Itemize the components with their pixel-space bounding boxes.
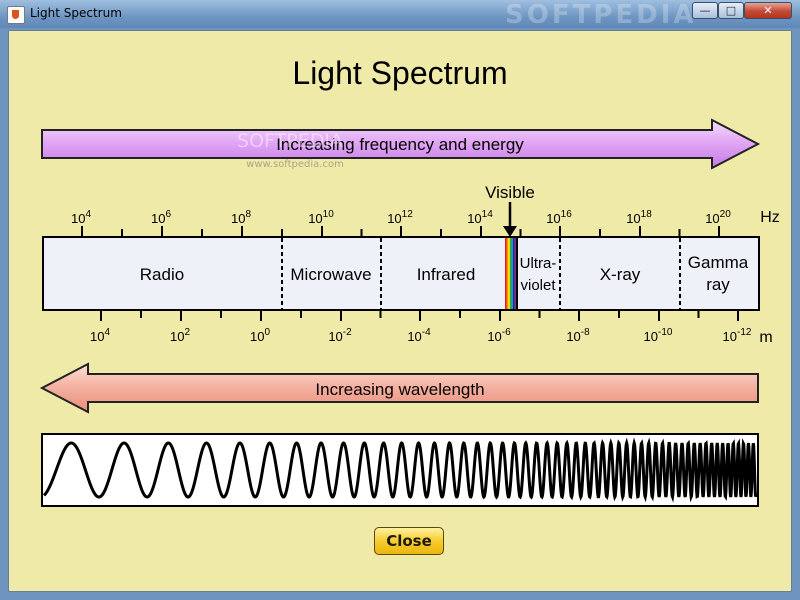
- band-label: Microwave: [290, 265, 371, 284]
- spectrum-band-box: [42, 236, 760, 311]
- visible-label: Visible: [485, 183, 535, 202]
- wavelength-tick-label: 10-8: [566, 327, 590, 344]
- band-label: Infrared: [417, 265, 476, 284]
- diagram-heading: Light Spectrum: [292, 55, 507, 91]
- frequency-tick-label: 1010: [308, 209, 334, 226]
- wavelength-tick-label: 100: [250, 327, 270, 344]
- visible-pointer-head: [503, 226, 517, 237]
- wavelength-arrow-label: Increasing wavelength: [315, 380, 484, 399]
- window-title: Light Spectrum: [30, 6, 122, 20]
- frequency-arrow-label: Increasing frequency and energy: [276, 135, 524, 154]
- frequency-tick-label: 1012: [387, 209, 413, 226]
- visible-color-strip: [505, 238, 507, 309]
- frequency-axis: 104 106 108 1010 1012 1014 1016 1018 1020: [71, 209, 731, 237]
- visible-color-strip: [511, 238, 514, 309]
- minimize-button[interactable]: —: [692, 2, 718, 19]
- wavelength-tick-label: 10-4: [407, 327, 431, 344]
- visible-color-strip: [506, 238, 509, 309]
- band-label: violet: [520, 277, 556, 294]
- wavelength-tick-label: 10-10: [644, 327, 673, 344]
- frequency-tick-label: 106: [151, 209, 171, 226]
- frequency-tick-label: 1014: [467, 209, 493, 226]
- maximize-button[interactable]: □: [718, 2, 744, 19]
- frequency-tick-label: 108: [231, 209, 251, 226]
- frequency-tick-label: 1018: [626, 209, 652, 226]
- band-label: ray: [706, 275, 730, 294]
- overlay-url: www.softpedia.com: [246, 159, 344, 170]
- wavelength-tick-label: 104: [90, 327, 110, 344]
- overlay-watermark: SOFTPEDIA: [237, 130, 343, 152]
- frequency-arrow-shape: [41, 118, 761, 170]
- wavelength-tick-label: 10-2: [328, 327, 352, 344]
- watermark-text: SOFTPEDIA: [505, 0, 697, 30]
- wave-curve: [42, 437, 758, 503]
- frequency-tick-label: 104: [71, 209, 91, 226]
- title-bar[interactable]: Light Spectrum SOFTPEDIA — □ ✕: [0, 0, 800, 30]
- frequency-tick-label: 1020: [705, 209, 731, 226]
- wavelength-unit: m: [759, 329, 772, 346]
- frequency-unit: Hz: [760, 209, 780, 226]
- frequency-tick-label: 1016: [546, 209, 572, 226]
- wavelength-tick-label: 102: [170, 327, 190, 344]
- visible-color-strip: [509, 238, 512, 309]
- band-label: X-ray: [600, 265, 641, 284]
- band-label: Gamma: [688, 253, 749, 272]
- band-label: Radio: [140, 265, 184, 284]
- java-app-icon: [7, 6, 25, 24]
- wavelength-axis: 104 102 100 10-2 10-4 10-6 10-8 10-10 10-12: [90, 310, 752, 344]
- window-close-button[interactable]: ✕: [744, 2, 792, 19]
- band-regions: Radio Microwave Infrared Ultra-violet X-ray G…: [140, 238, 749, 309]
- visible-color-strip: [513, 238, 515, 309]
- visible-color-strip: [514, 238, 517, 309]
- wavelength-tick-label: 10-6: [487, 327, 511, 344]
- visible-color-strip: [508, 238, 510, 309]
- close-button[interactable]: Close: [374, 527, 444, 555]
- wavelength-arrow-shape: [39, 362, 759, 414]
- band-label: Ultra-: [520, 255, 557, 272]
- wavelength-tick-label: 10-12: [723, 327, 752, 344]
- visible-rainbow-stripe: [505, 238, 517, 309]
